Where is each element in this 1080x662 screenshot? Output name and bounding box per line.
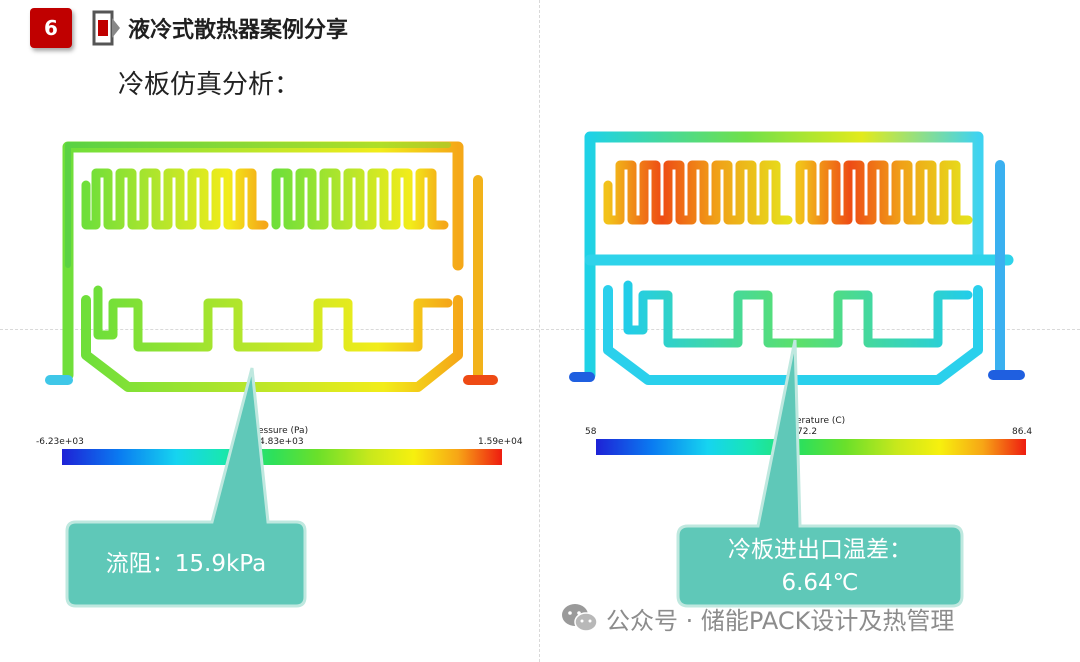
flow-resistance-text: 流阻：15.9kPa [105, 551, 267, 577]
temperature-scale-title: erature (C) [796, 416, 846, 426]
flow-resistance-callout [65, 367, 307, 608]
temperature-color-scale [596, 439, 1026, 455]
temperature-contour-image [569, 131, 1025, 385]
watermark: 公众号 · 储能PACK设计及热管理 [560, 598, 954, 638]
title-marker-icon [92, 10, 120, 46]
vertical-guide-line [539, 0, 540, 662]
temperature-difference-line1: 冷板进出口温差： [728, 537, 912, 563]
temperature-difference-line2: 6.64℃ [781, 570, 859, 596]
temperature-scale-max: 86.4 [1012, 427, 1033, 437]
horizontal-guide-line [0, 329, 1080, 330]
pressure-scale-max: 1.59e+04 [478, 437, 523, 447]
pressure-scale-mid: 4.83e+03 [259, 437, 304, 447]
wechat-icon [562, 604, 598, 632]
watermark-text: 公众号 · 储能PACK设计及热管理 [606, 606, 955, 635]
page-subtitle: 冷板仿真分析： [118, 70, 301, 100]
pressure-color-scale [62, 449, 502, 465]
section-number-badge: 6 [30, 8, 72, 48]
section-title: 液冷式散热器案例分享 [128, 18, 349, 43]
temperature-scale-mid: 72.2 [797, 427, 818, 437]
temperature-difference-callout [676, 339, 964, 608]
pressure-scale-title: essure (Pa) [258, 426, 309, 436]
pressure-contour-image [45, 141, 498, 392]
pressure-scale-min: -6.23e+03 [36, 437, 84, 447]
temperature-scale-min: 58 [585, 427, 597, 437]
